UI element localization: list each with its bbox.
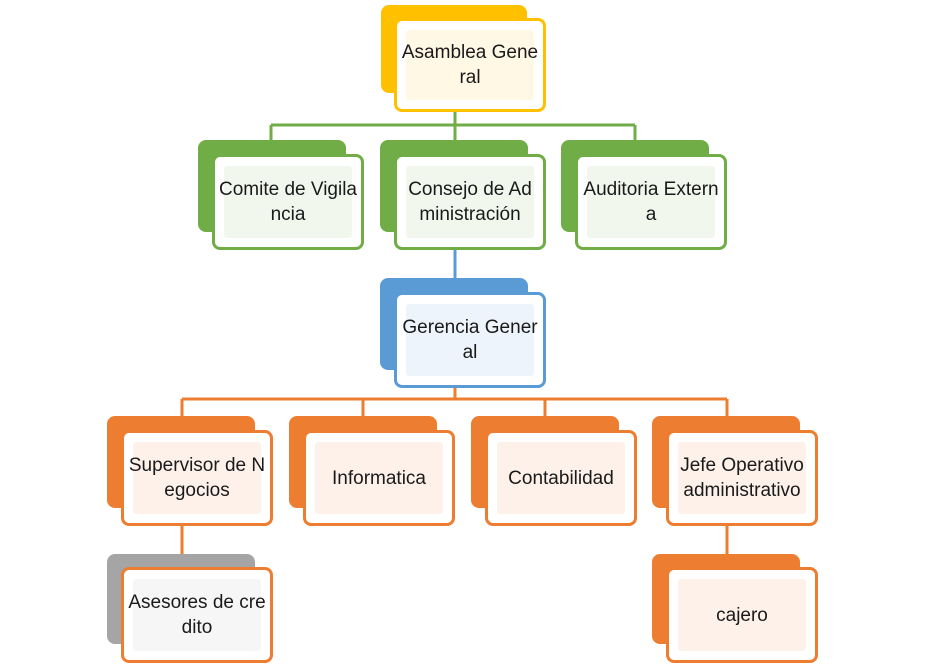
node-supervisor-negocios[interactable]: Supervisor de Negocios [107,416,275,528]
node-informatica[interactable]: Informatica [289,416,457,528]
node-auditoria-externa[interactable]: Auditoria Externa [561,140,729,252]
node-label: Informatica [332,467,426,489]
node-consejo-administracion[interactable]: Consejo de Administración [380,140,548,252]
node-label: Jefe Operativo administrativo [680,455,804,501]
node-label: Auditoria Externa [583,179,719,225]
node-contabilidad[interactable]: Contabilidad [471,416,639,528]
node-label: Asesores de credito [128,592,266,638]
node-label: Comite de Vigilancia [219,179,358,225]
node-label: Supervisor de Negocios [128,455,266,501]
node-jefe-operativo[interactable]: Jefe Operativo administrativo [652,416,820,528]
node-cajero[interactable]: cajero [652,554,820,664]
node-label: Asamblea General [401,42,539,88]
node-label: Contabilidad [508,467,614,489]
node-label: Consejo de Administración [408,179,532,225]
node-label: cajero [716,604,768,626]
node-asesores-credito[interactable]: Asesores de credito [107,554,275,664]
node-asamblea-general[interactable]: Asamblea General [381,5,547,113]
node-label: Gerencia General [402,317,538,363]
node-comite-vigilancia[interactable]: Comite de Vigilancia [198,140,364,252]
node-gerencia-general[interactable]: Gerencia General [380,278,548,390]
